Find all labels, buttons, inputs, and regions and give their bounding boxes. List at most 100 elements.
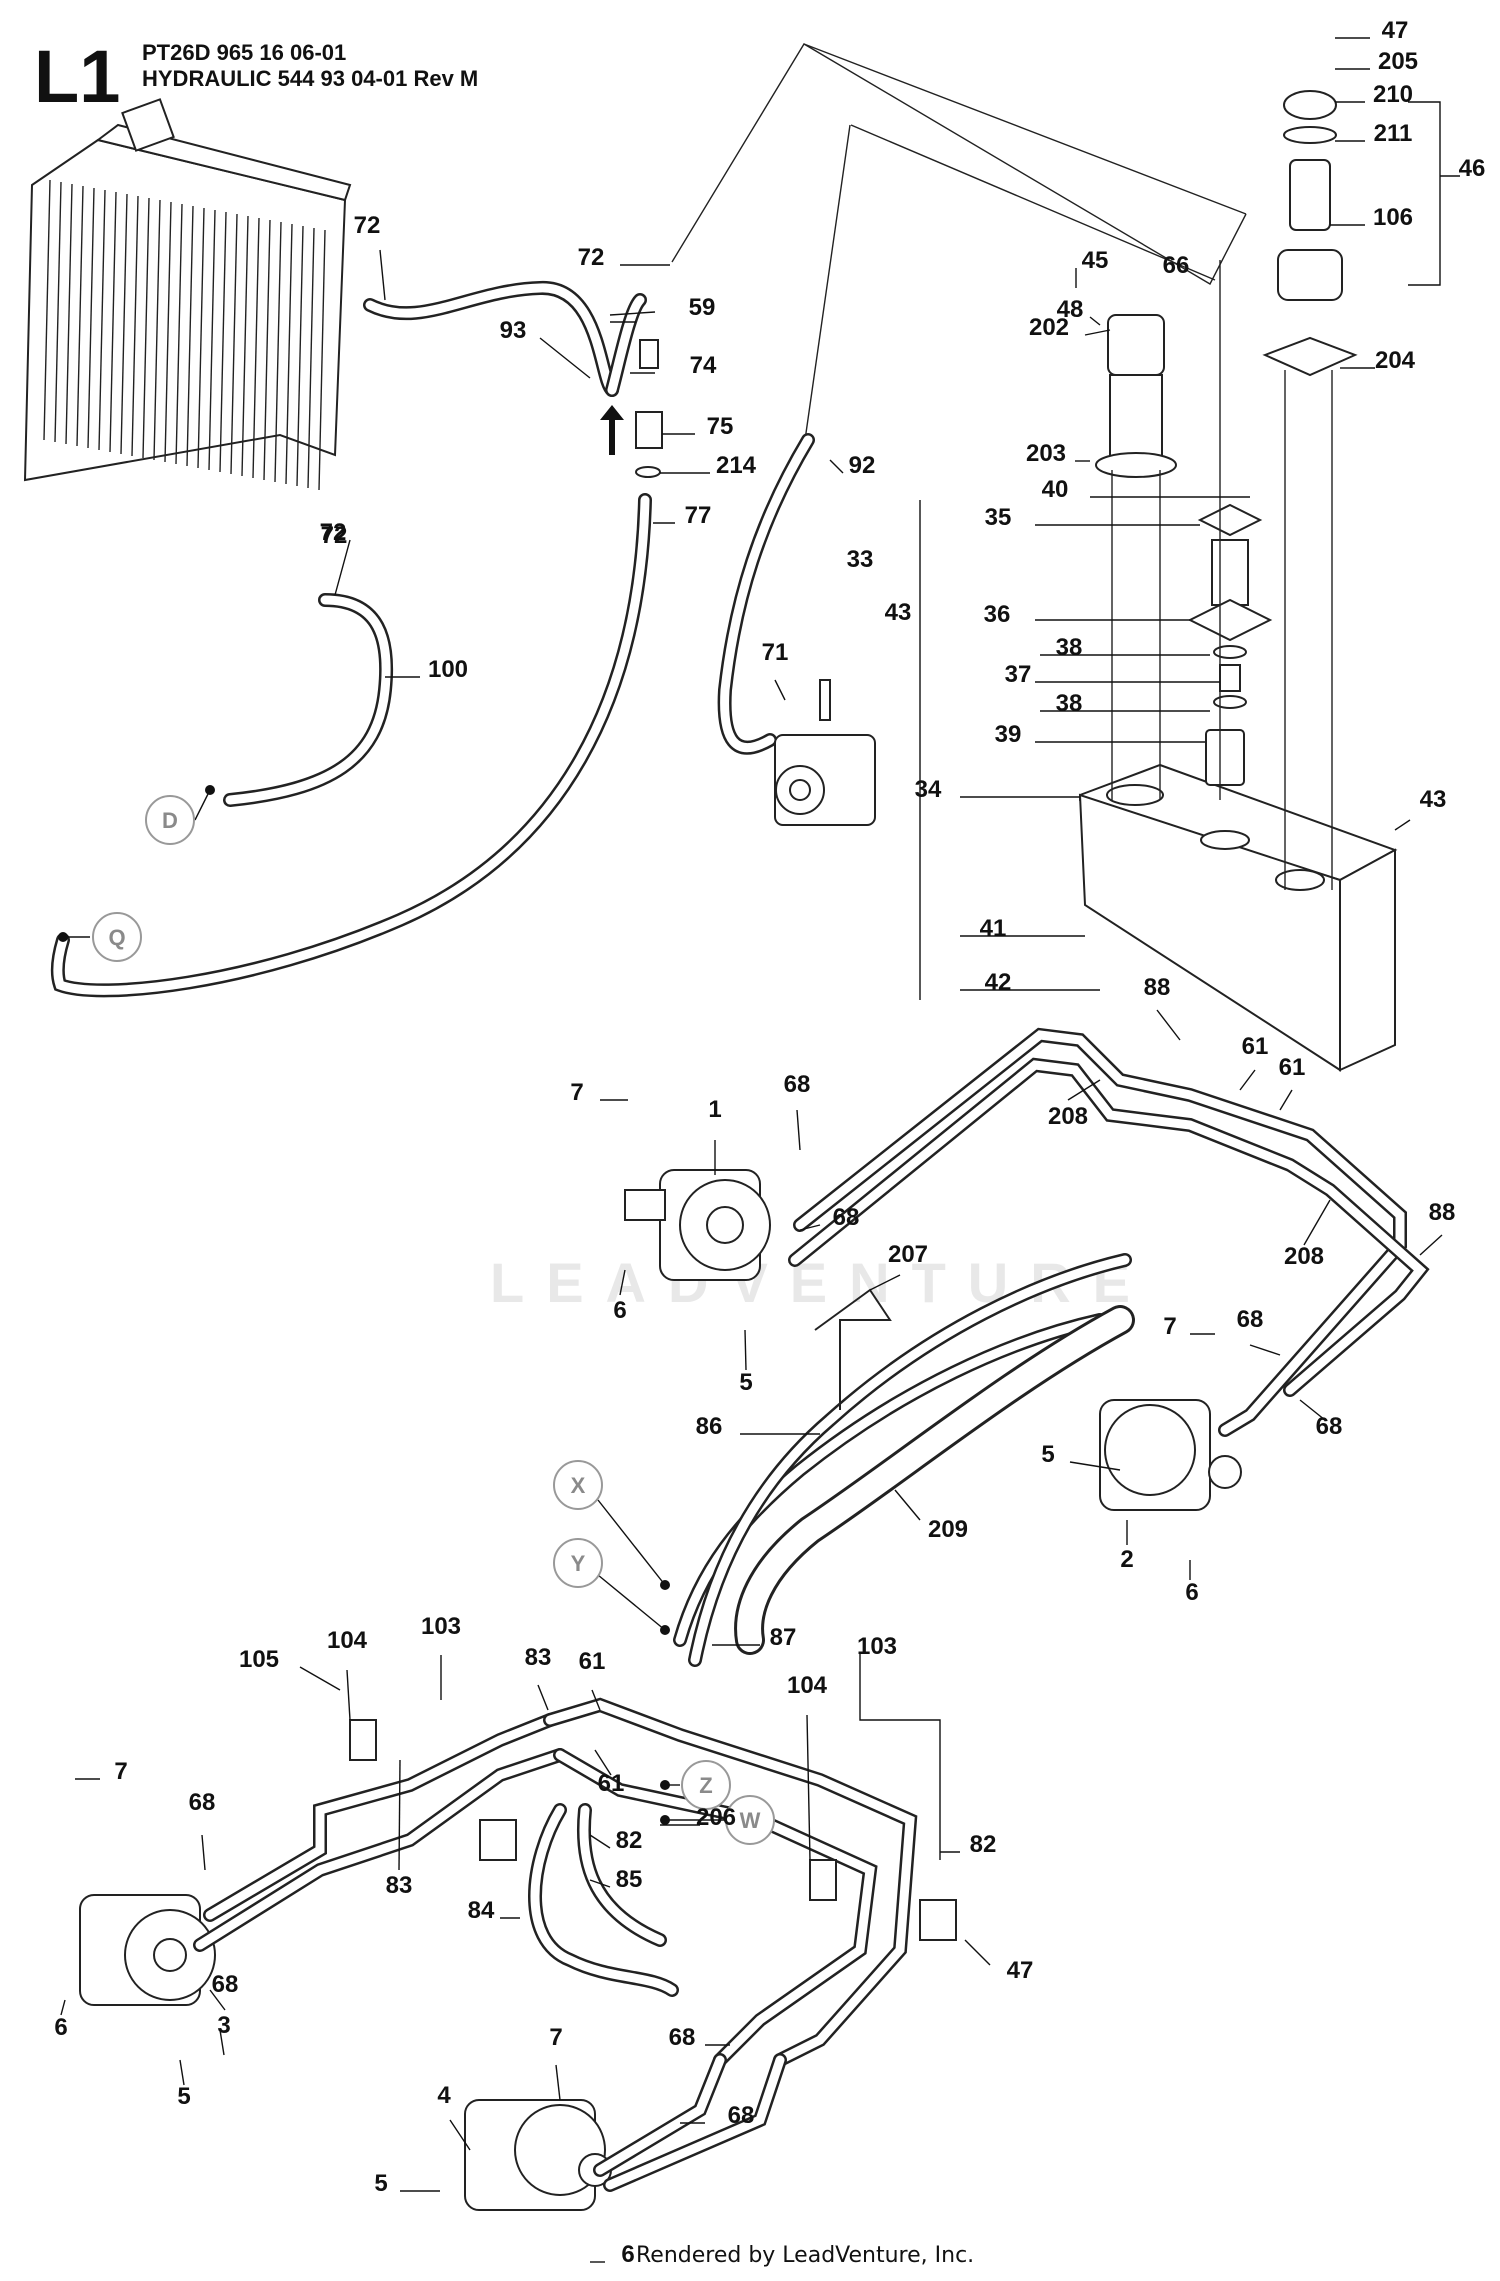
callout-leader-line: [1089, 316, 1101, 326]
callout-leader-line: [829, 459, 844, 474]
callout-204: 204: [1375, 347, 1416, 374]
radiator-fin: [252, 217, 260, 479]
callout-leader-line: [201, 1834, 206, 1871]
reference-circle-y: [553, 1538, 603, 1588]
callout-leader-line: [346, 1669, 351, 1721]
callout-87: 87: [770, 1624, 797, 1651]
callout-75: 75: [707, 413, 734, 440]
radiator-fin: [263, 219, 271, 481]
callout-3: 3: [217, 2012, 230, 2039]
callout-214: 214: [716, 452, 757, 479]
callout-205: 205: [1378, 48, 1418, 75]
reference-circle-x: [553, 1460, 603, 1510]
pump: [774, 679, 876, 826]
callout-leader-line: [1239, 1069, 1256, 1091]
callout-leader-line: [744, 1329, 747, 1371]
callout-37: 37: [1005, 661, 1032, 688]
radiator-fin: [54, 181, 62, 443]
callout-104: 104: [787, 1672, 828, 1699]
reference-circle-q: [92, 912, 142, 962]
callout-38: 38: [1056, 690, 1083, 717]
reference-letter: Q: [108, 925, 125, 950]
callout-106: 106: [1373, 204, 1413, 231]
callout-36: 36: [984, 601, 1011, 628]
reference-circle-w: [725, 1795, 775, 1845]
callout-43: 43: [885, 599, 912, 626]
callout-46: 46: [1459, 155, 1486, 182]
wheel-motor-2: [1099, 1399, 1242, 1511]
callout-203: 203: [1026, 440, 1066, 467]
callout-leader-line: [379, 249, 386, 301]
reference-letter: D: [162, 808, 178, 833]
callout-206: 206: [696, 1804, 736, 1831]
callout-61: 61: [598, 1770, 625, 1797]
radiator-fin: [76, 185, 84, 447]
callout-leader-line: [1279, 1089, 1293, 1111]
callout-68: 68: [189, 1789, 216, 1816]
callout-34: 34: [915, 776, 942, 803]
callout-leader-line: [591, 1689, 601, 1711]
callout-88: 88: [1429, 1199, 1456, 1226]
radiator-fin: [219, 211, 227, 473]
callout-leader-line: [594, 1749, 612, 1776]
callout-leader-line: [589, 1834, 611, 1849]
callout-68: 68: [728, 2102, 755, 2129]
reference-leader-dot: [660, 1625, 670, 1635]
callout-68: 68: [784, 1071, 811, 1098]
callout-47: 47: [1007, 1957, 1034, 1984]
reference-circle-d: [145, 795, 195, 845]
assembly-line: HYDRAULIC 544 93 04-01 Rev M: [142, 66, 479, 91]
radiator-fin: [175, 203, 183, 465]
callout-61: 61: [1242, 1033, 1269, 1060]
radiator-fin: [164, 201, 172, 463]
callout-leader-line: [539, 337, 591, 379]
callout-71: 71: [762, 639, 789, 666]
callout-leaders: [58, 37, 1460, 2263]
callout-83: 83: [386, 1872, 413, 1899]
callout-4: 4: [437, 2082, 451, 2109]
callout-43: 43: [1420, 786, 1447, 813]
reference-letter: Y: [571, 1551, 586, 1576]
callout-66: 66: [1163, 252, 1190, 279]
callout-leader-line: [1249, 1344, 1281, 1356]
radiator-fin: [65, 183, 73, 445]
radiator-fin: [186, 205, 194, 467]
callout-39: 39: [995, 721, 1022, 748]
radiator-fin: [318, 229, 326, 491]
callout-83: 83: [525, 1644, 552, 1671]
callout-82: 82: [616, 1827, 643, 1854]
callout-86: 86: [696, 1413, 723, 1440]
callout-72: 72: [321, 522, 348, 549]
wheel-motor-3: [79, 1894, 216, 2006]
wheel-motor-1: [624, 1169, 771, 1281]
callout-7: 7: [549, 2024, 562, 2051]
callout-92: 92: [849, 452, 876, 479]
radiator-fin: [87, 187, 95, 449]
parts-drawing: [23, 43, 1430, 2211]
callout-leader-line: [219, 2029, 225, 2056]
reference-leader-dot: [58, 932, 68, 942]
callout-210: 210: [1373, 81, 1413, 108]
callout-211: 211: [1374, 120, 1413, 147]
callout-5: 5: [177, 2083, 190, 2110]
callout-leader-line: [1408, 101, 1441, 286]
radiator: [23, 98, 352, 491]
radiator-fin: [131, 195, 139, 457]
callout-93: 93: [500, 317, 527, 344]
callout-7: 7: [570, 1079, 583, 1106]
callout-5: 5: [1041, 1441, 1054, 1468]
callout-leader-line: [1067, 1079, 1101, 1101]
callout-74: 74: [690, 352, 717, 379]
callout-leader-line: [774, 679, 786, 701]
callout-84: 84: [468, 1897, 495, 1924]
callout-leader-line: [799, 1224, 821, 1231]
section-code: L1: [34, 35, 121, 118]
callout-208: 208: [1048, 1103, 1088, 1130]
callout-72: 72: [354, 212, 381, 239]
callout-leader-line: [894, 1489, 921, 1521]
wheel-motor-4: [464, 2099, 612, 2211]
callout-leader-line: [537, 1684, 549, 1711]
callout-207: 207: [888, 1241, 928, 1268]
